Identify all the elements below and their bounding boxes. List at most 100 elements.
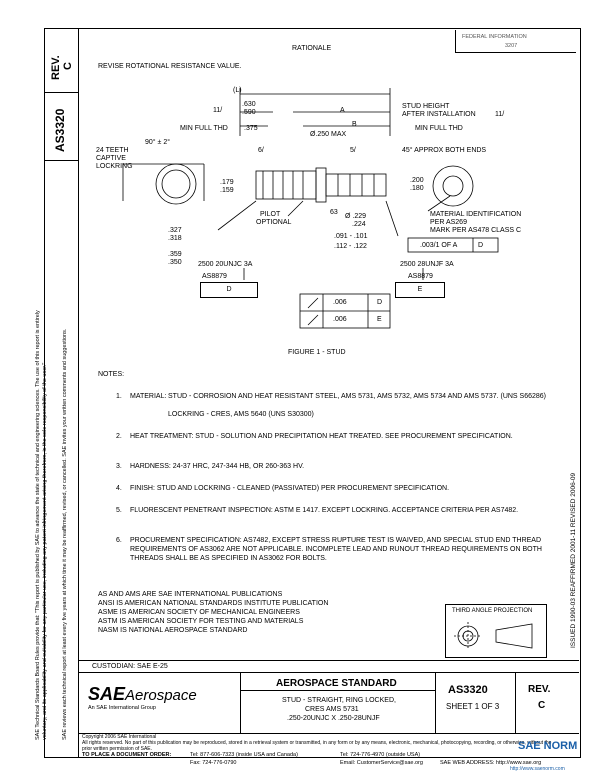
watermark-url: http://www.saenorm.com xyxy=(510,766,565,772)
label-200: .200 xyxy=(410,177,424,184)
label-350: .350 xyxy=(168,259,182,266)
footer-fax: Fax: 724-776-0790 xyxy=(190,760,237,766)
datum-d-box: D xyxy=(200,282,258,298)
stamp xyxy=(455,30,576,53)
title-divider-v2 xyxy=(435,672,436,733)
fcf-tolerance: .003/1 OF A xyxy=(420,242,458,249)
label-teeth3: LOCKRING xyxy=(96,163,133,170)
note-3-text: HARDNESS: 24-37 HRC, 247-344 HB, OR 260-… xyxy=(130,463,305,470)
side-text-1: SAE Technical Standards Board Rules prov… xyxy=(35,310,41,740)
tb-sheet: SHEET 1 OF 3 xyxy=(446,702,500,711)
label-250: Ø.250 MAX xyxy=(310,131,347,138)
fcf-ref: D xyxy=(478,242,484,249)
label-stud-height: STUD HEIGHT xyxy=(402,103,450,110)
projection-box xyxy=(445,604,547,658)
table-r1-ref: D xyxy=(377,299,383,306)
note-5-num: 5. xyxy=(116,507,122,514)
standard-title: AEROSPACE STANDARD xyxy=(276,678,397,689)
label-112: .112 - .122 xyxy=(334,243,367,250)
label-l: (L) xyxy=(233,87,242,94)
label-eleven-left: 11/ xyxy=(213,107,223,114)
side-dates: ISSUED 1990-03 REAFFIRMED 2001-11 REVISE… xyxy=(570,472,577,648)
publication-4: NASM IS NATIONAL AEROSPACE STANDARD xyxy=(98,627,248,634)
projection-label: THIRD ANGLE PROJECTION xyxy=(452,608,533,614)
note-1-text2: LOCKRING - CRES, AMS 5640 (UNS S30300) xyxy=(168,411,314,418)
tb-doc-number: AS3320 xyxy=(448,684,488,696)
publication-3: ASTM IS AMERICAN SOCIETY FOR TESTING AND… xyxy=(98,618,304,625)
label-teeth2: CAPTIVE xyxy=(96,155,126,162)
footer-order-label: TO PLACE A DOCUMENT ORDER: xyxy=(82,752,172,758)
label-six-right: 5/ xyxy=(350,147,356,154)
stamp-line1: FEDERAL INFORMATION xyxy=(462,34,527,40)
logo-aero: Aerospace xyxy=(125,687,197,704)
label-159: .159 xyxy=(220,187,234,194)
note-2-num: 2. xyxy=(116,433,122,440)
label-630: .630 xyxy=(242,101,256,108)
footer-web: SAE WEB ADDRESS: http://www.sae.org xyxy=(440,760,542,766)
publication-0: AS AND AMS ARE SAE INTERNATIONAL PUBLICA… xyxy=(98,591,283,598)
tb-rev-label: REV. xyxy=(528,684,551,695)
rev-header xyxy=(44,28,78,93)
footer-tel1: Tel: 877-606-7323 (inside USA and Canada… xyxy=(190,752,298,758)
title-divider-top xyxy=(78,672,579,673)
logo-sub: An SAE International Group xyxy=(88,705,156,711)
label-375: .375 xyxy=(244,125,258,132)
rev-header-value: C xyxy=(62,62,74,70)
stamp-line2: 3207 xyxy=(505,43,518,49)
sae-logo: SAEAerospace An SAE International Group xyxy=(88,684,228,724)
rationale-title: RATIONALE xyxy=(292,45,332,52)
label-pilot: PILOT xyxy=(260,211,281,218)
table-r2-val: .006 xyxy=(333,316,347,323)
label-teeth1: 24 TEETH xyxy=(96,147,129,154)
header-doc-number: AS3320 xyxy=(53,108,67,152)
label-318: .318 xyxy=(168,235,182,242)
label-thread-right: 2500 28UNJF 3A xyxy=(400,261,454,268)
title-divider-v1 xyxy=(240,672,241,733)
notes-heading: NOTES: xyxy=(98,371,125,378)
desc-line1: STUD - STRAIGHT, RING LOCKED, xyxy=(282,697,396,704)
side-text-2: voluntary, and its applicability and sui… xyxy=(42,362,48,740)
note-6-num: 6. xyxy=(116,537,122,544)
note-1-num: 1. xyxy=(116,393,122,400)
label-mat-id1: MATERIAL IDENTIFICATION xyxy=(430,211,522,218)
label-224: .224 xyxy=(352,221,366,228)
label-thread-left: 2500 20UNJC 3A xyxy=(198,261,253,268)
label-180: .180 xyxy=(410,185,424,192)
title-divider-v3 xyxy=(515,672,516,733)
rationale-text: REVISE ROTATIONAL RESISTANCE VALUE. xyxy=(98,63,242,70)
stud-drawing xyxy=(122,88,499,329)
rev-header-label: REV. xyxy=(50,55,62,80)
custodian: CUSTODIAN: SAE E-25 xyxy=(92,663,168,670)
projection-symbol xyxy=(454,622,533,650)
label-chamfer: 45° APPROX BOTH ENDS xyxy=(402,147,487,154)
footer-email: Email: CustomerService@sae.org xyxy=(340,760,423,766)
label-179: .179 xyxy=(220,179,234,186)
label-as8879-right: AS8879 xyxy=(408,273,433,280)
table-r1-val: .006 xyxy=(333,299,347,306)
label-after-install: AFTER INSTALLATION xyxy=(402,111,476,118)
label-b: B xyxy=(352,121,357,128)
datum-e: E xyxy=(417,286,423,293)
note-1-text: STUD - CORROSION AND HEAT RESISTANT STEE… xyxy=(168,393,547,400)
label-359: .359 xyxy=(168,251,182,258)
publication-1: ANSI IS AMERICAN NATIONAL STANDARDS INST… xyxy=(98,600,329,607)
label-a: A xyxy=(340,107,345,114)
note-1-label: MATERIAL: xyxy=(130,393,167,400)
label-optional: OPTIONAL xyxy=(256,219,292,226)
label-six-left: 6/ xyxy=(258,147,264,154)
left-header-column xyxy=(44,28,78,758)
label-63: 63 xyxy=(330,209,338,216)
note-4-num: 4. xyxy=(116,485,122,492)
watermark: SAE NORM xyxy=(518,740,578,752)
label-mat-id2: PER AS269 xyxy=(430,219,467,226)
label-angle: 90° ± 2° xyxy=(145,139,171,146)
label-327: .327 xyxy=(168,227,182,234)
label-min-thd-left: MIN FULL THD xyxy=(180,125,228,132)
logo-sae: SAE xyxy=(88,684,126,704)
title-block xyxy=(78,660,579,734)
note-4-text: FINISH: STUD AND LOCKRING - CLEANED (PAS… xyxy=(130,485,450,492)
label-590: .590 xyxy=(242,109,256,116)
footer-rights: All rights reserved. No part of this pub… xyxy=(82,740,552,752)
label-as8879-left: AS8879 xyxy=(202,273,227,280)
title-divider-h xyxy=(240,690,435,691)
